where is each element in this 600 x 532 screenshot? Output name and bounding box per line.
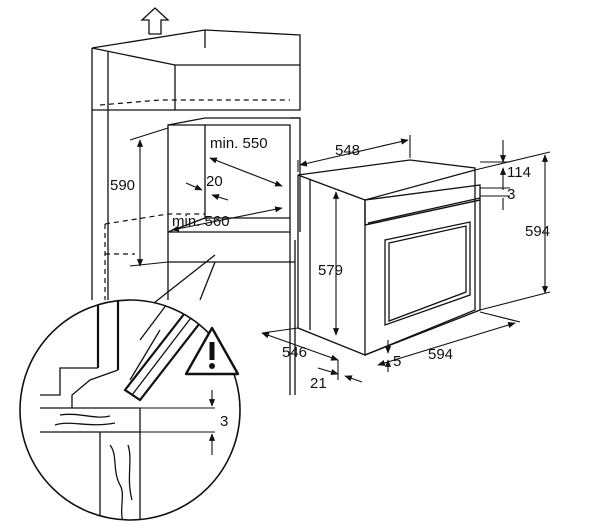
dim-21 xyxy=(317,360,363,383)
dim-594-height xyxy=(474,151,551,311)
dim-114 xyxy=(480,140,510,190)
label-579: 579 xyxy=(318,262,343,279)
label-546: 546 xyxy=(282,344,307,361)
detail-magnifier xyxy=(19,254,241,521)
label-21: 21 xyxy=(310,375,327,392)
dim-3-top xyxy=(480,187,510,210)
label-min-550: min. 550 xyxy=(210,135,268,152)
dim-590 xyxy=(129,127,169,267)
label-3-top: 3 xyxy=(507,186,515,203)
dim-546 xyxy=(261,327,339,361)
label-590: 590 xyxy=(110,177,135,194)
cabinet xyxy=(91,29,301,395)
dim-min-560 xyxy=(171,206,283,232)
oven xyxy=(297,159,481,356)
dim-20 xyxy=(185,182,229,201)
warning-triangle-icon xyxy=(184,326,240,376)
dim-548 xyxy=(297,135,411,172)
label-20: 20 xyxy=(206,173,223,190)
label-114: 114 xyxy=(507,164,531,181)
label-min-560: min. 560 xyxy=(172,213,230,230)
label-548: 548 xyxy=(335,142,360,159)
label-5: 5 xyxy=(393,353,401,370)
label-3-detail: 3 xyxy=(220,413,228,430)
label-594-height: 594 xyxy=(525,223,550,240)
dim-min-550 xyxy=(209,157,283,187)
up-arrow-icon xyxy=(140,7,170,35)
dim-594-width xyxy=(377,311,521,366)
label-594-width: 594 xyxy=(428,346,453,363)
